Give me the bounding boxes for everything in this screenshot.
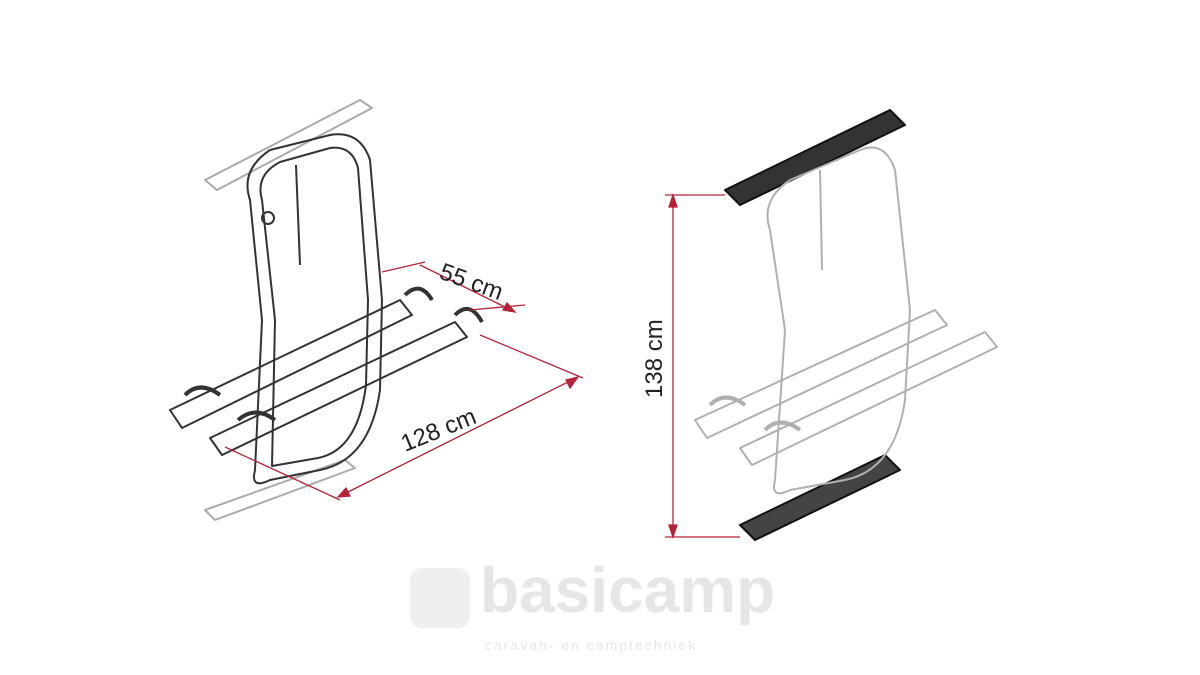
bike-rail-front <box>169 299 413 429</box>
strap <box>819 169 823 271</box>
wheel-holder <box>183 385 222 397</box>
bike-rail-back <box>209 321 468 456</box>
top-wall-rail <box>724 109 906 206</box>
dimension-lines <box>224 192 740 540</box>
extension-line <box>469 304 526 311</box>
arrow-icon <box>565 375 580 390</box>
bike-rail-back <box>739 331 998 466</box>
dimension-width-label: 128 cm <box>397 403 480 458</box>
wheel-holder <box>763 420 802 432</box>
arrow-icon <box>501 301 517 313</box>
bike-rail-front <box>694 309 948 439</box>
top-wall-rail <box>204 99 373 191</box>
dimension-128-line <box>337 376 579 498</box>
knob <box>261 211 275 225</box>
wheel-holder <box>236 410 277 422</box>
rack-frame <box>766 146 911 495</box>
dimension-height-label: 138 cm <box>641 319 668 398</box>
rack-frame-inner <box>259 146 369 467</box>
bottom-wall-rail <box>204 459 356 521</box>
extension-line <box>224 446 341 501</box>
wheel-holder <box>403 286 434 302</box>
arrow-icon <box>336 486 352 498</box>
rack-frame <box>246 133 383 485</box>
dimension-55-line <box>419 264 516 313</box>
arrow-icon <box>668 192 678 208</box>
extension-line <box>479 334 584 379</box>
rack-right-view <box>694 109 998 541</box>
watermark: basicamp caravan- en camptechniek <box>410 554 775 653</box>
wheel-holder <box>453 306 484 324</box>
dimension-depth-label: 55 cm <box>436 258 507 306</box>
rack-left-view <box>169 99 484 521</box>
arrow-icon <box>668 524 678 540</box>
wheel-holder <box>708 395 747 407</box>
strap <box>295 164 301 266</box>
watermark-logo-icon <box>410 568 470 628</box>
bottom-wall-rail <box>739 454 901 541</box>
watermark-tagline: caravan- en camptechniek <box>485 637 697 653</box>
extension-line <box>381 261 426 273</box>
watermark-brand: basicamp <box>480 554 775 626</box>
